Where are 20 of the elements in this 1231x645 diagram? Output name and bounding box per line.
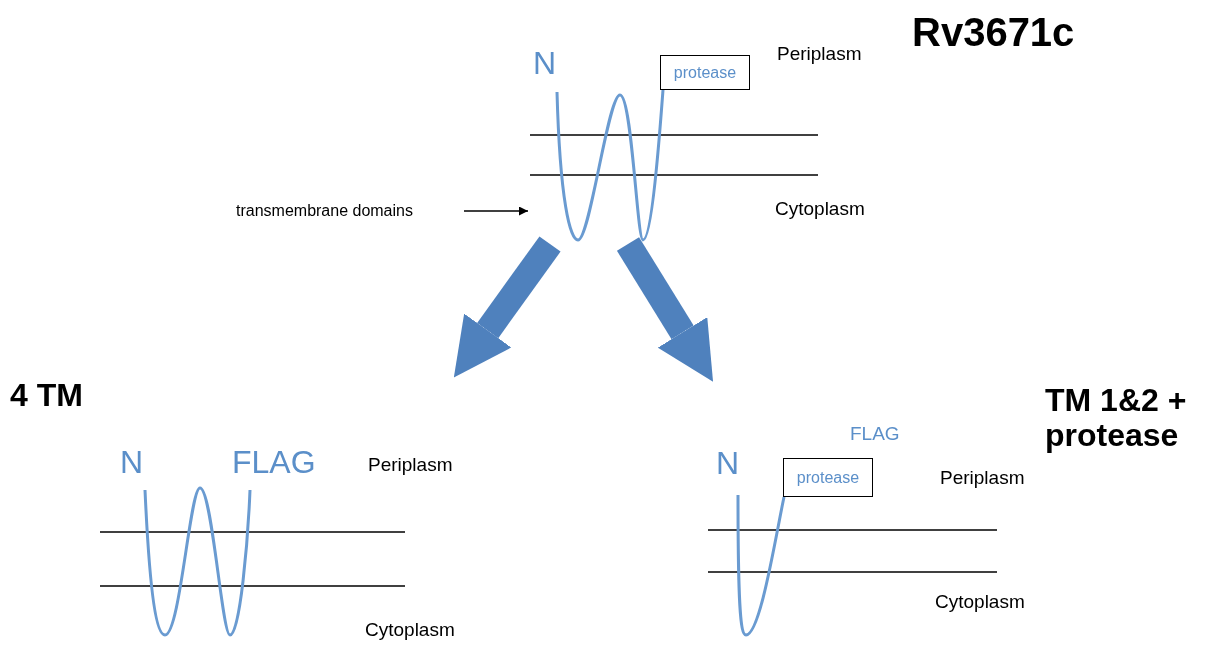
protein-label: N [533, 46, 557, 82]
region-label: Periplasm [777, 44, 862, 65]
region-label: Periplasm [940, 468, 1025, 489]
title: Rv3671c [912, 10, 1075, 55]
panel-heading: TM 1&2 + protease [1045, 383, 1188, 454]
protease-box: protease [783, 458, 873, 497]
region-label: Cytoplasm [775, 199, 865, 220]
protein-label: N [120, 445, 144, 481]
region-label: Periplasm [368, 455, 453, 476]
annotation-text: transmembrane domains [236, 198, 464, 224]
panel-heading: 4 TM [10, 378, 83, 414]
region-label: Cytoplasm [935, 592, 1025, 613]
protein-label: FLAG [232, 445, 316, 481]
block-arrow [616, 237, 714, 382]
region-label: Cytoplasm [365, 620, 455, 641]
protein-label: N [716, 446, 740, 482]
protease-box: protease [660, 55, 750, 90]
arrow [463, 206, 529, 216]
block-arrow [453, 236, 561, 378]
region-label: FLAG [850, 424, 900, 445]
